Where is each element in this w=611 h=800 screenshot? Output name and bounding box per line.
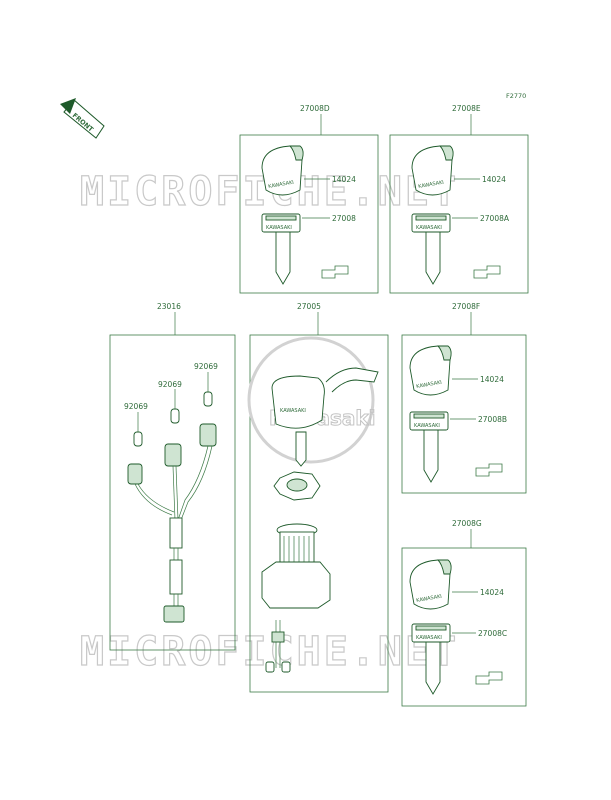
figure-ref: F2770: [506, 92, 526, 100]
svg-text:KAWASAKI: KAWASAKI: [266, 225, 292, 231]
lock-nut: [273, 471, 321, 501]
harness-connectors: [127, 423, 217, 485]
svg-text:KAWASAKI: KAWASAKI: [416, 635, 442, 641]
key-code-tag-icon: [473, 265, 501, 279]
part-number: 14024: [480, 588, 504, 597]
svg-text:KAWASAKI: KAWASAKI: [414, 423, 440, 429]
part-number: 14024: [482, 175, 506, 184]
key-code-tag-icon: [475, 463, 503, 477]
key-blank: KAWASAKI: [411, 623, 451, 695]
group-23016: 23016 92069 92069 92069: [109, 302, 236, 651]
key-blank: KAWASAKI: [261, 213, 301, 285]
switch-body: [261, 523, 331, 673]
front-arrow-icon: FRONT: [60, 98, 105, 139]
key-code-tag-icon: [321, 265, 349, 279]
svg-text:KAWASAKI: KAWASAKI: [280, 408, 306, 414]
svg-text:KAWASAKI: KAWASAKI: [268, 180, 295, 190]
harness-wires: [134, 445, 213, 623]
part-number: 14024: [332, 175, 356, 184]
group-27005: 27005 Kawasaki KAWASAKI: [247, 302, 389, 693]
part-number: 27008: [332, 214, 356, 223]
group-label: 27008F: [452, 302, 480, 311]
part-number: 14024: [480, 375, 504, 384]
key-knob: KAWASAKI: [411, 145, 454, 196]
rubber-cap: [203, 391, 213, 407]
key-knob: KAWASAKI: [261, 145, 304, 196]
rubber-cap: [170, 408, 180, 424]
group-label: 27005: [297, 302, 321, 311]
group-label: 27008D: [300, 104, 330, 113]
part-number: 92069: [124, 402, 148, 411]
group-27008f: 27008F KAWASAKI 14024 KAWASAKI 27008B: [401, 302, 527, 494]
group-27008d: 27008D KAWASAKI 14024 KAWASAKI 27008: [239, 104, 379, 294]
group-27008e: 27008E KAWASAKI 14024 KAWASAKI 27008A: [389, 104, 529, 294]
part-number: 92069: [194, 362, 218, 371]
svg-text:KAWASAKI: KAWASAKI: [416, 225, 442, 231]
key-blank: KAWASAKI: [411, 213, 451, 285]
svg-text:KAWASAKI: KAWASAKI: [416, 380, 443, 390]
key-knob: KAWASAKI: [409, 345, 452, 396]
part-number: 27008A: [480, 214, 510, 223]
group-label: 23016: [157, 302, 181, 311]
svg-text:KAWASAKI: KAWASAKI: [418, 180, 445, 190]
rubber-cap: [133, 431, 143, 447]
part-number: 27008C: [478, 629, 507, 638]
group-label: 27008G: [452, 519, 482, 528]
group-27008g: 27008G KAWASAKI 14024 KAWASAKI 27008C: [401, 519, 527, 707]
ignition-key: KAWASAKI: [271, 367, 379, 467]
group-label: 27008E: [452, 104, 481, 113]
key-blank: KAWASAKI: [409, 411, 449, 483]
part-number: 92069: [158, 380, 182, 389]
part-number: 27008B: [478, 415, 507, 424]
key-code-tag-icon: [475, 671, 503, 685]
svg-text:KAWASAKI: KAWASAKI: [416, 594, 443, 604]
key-knob: KAWASAKI: [409, 559, 452, 610]
